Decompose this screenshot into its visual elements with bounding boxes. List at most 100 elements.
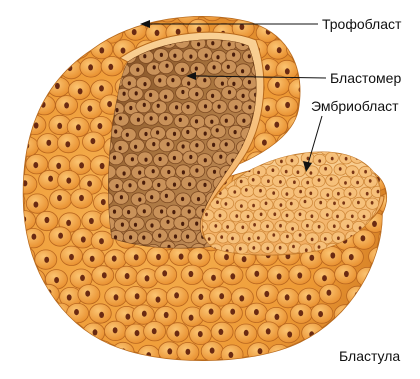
cell-nucleus bbox=[189, 55, 192, 59]
cell-nucleus bbox=[65, 141, 70, 147]
cell-nucleus bbox=[366, 313, 371, 319]
embryoblast-cell bbox=[326, 175, 339, 186]
cell-nucleus bbox=[366, 192, 369, 196]
cell-nucleus bbox=[99, 47, 104, 53]
cell-nucleus bbox=[376, 253, 381, 259]
cell-nucleus bbox=[75, 46, 80, 52]
cell-nucleus bbox=[88, 28, 93, 34]
cell-nucleus bbox=[318, 225, 321, 229]
cell-nucleus bbox=[121, 223, 124, 227]
cell-nucleus bbox=[370, 159, 373, 163]
cell-nucleus bbox=[204, 158, 207, 162]
cell-nucleus bbox=[273, 212, 276, 216]
cell-nucleus bbox=[209, 309, 214, 315]
cell-nucleus bbox=[142, 236, 145, 240]
cell-nucleus bbox=[347, 225, 350, 229]
trophoblast-cell bbox=[357, 267, 379, 286]
cell-nucleus bbox=[187, 81, 190, 85]
cell-nucleus bbox=[213, 65, 216, 69]
cell-nucleus bbox=[349, 192, 352, 196]
cell-nucleus bbox=[11, 199, 16, 205]
trophoblast-cell bbox=[69, 341, 91, 360]
cell-nucleus bbox=[330, 252, 335, 258]
cell-nucleus bbox=[377, 190, 380, 194]
cell-nucleus bbox=[64, 102, 69, 108]
cell-nucleus bbox=[157, 104, 160, 108]
cell-nucleus bbox=[32, 234, 37, 240]
trophoblast-cell bbox=[38, 23, 60, 42]
cell-nucleus bbox=[339, 46, 344, 52]
cell-nucleus bbox=[265, 64, 270, 70]
cell-nucleus bbox=[235, 214, 238, 218]
cell-nucleus bbox=[305, 140, 310, 146]
cell-nucleus bbox=[164, 116, 167, 120]
cell-nucleus bbox=[114, 129, 117, 133]
cell-nucleus bbox=[299, 233, 302, 237]
cell-nucleus bbox=[126, 314, 131, 320]
cell-nucleus bbox=[98, 123, 103, 129]
cell-nucleus bbox=[297, 170, 300, 174]
cell-nucleus bbox=[286, 138, 291, 144]
cell-nucleus bbox=[254, 309, 259, 315]
cell-nucleus bbox=[264, 291, 269, 297]
cell-nucleus bbox=[280, 160, 283, 164]
cell-nucleus bbox=[99, 312, 104, 318]
trophoblast-cell bbox=[342, 323, 364, 342]
cell-nucleus bbox=[34, 202, 39, 208]
cell-nucleus bbox=[230, 309, 235, 315]
cell-nucleus bbox=[149, 93, 152, 97]
cell-nucleus bbox=[280, 203, 283, 207]
cell-nucleus bbox=[349, 254, 354, 260]
cell-nucleus bbox=[286, 25, 291, 31]
cell-nucleus bbox=[22, 68, 27, 74]
cell-nucleus bbox=[233, 190, 236, 194]
cell-nucleus bbox=[354, 144, 359, 150]
cell-nucleus bbox=[181, 68, 184, 72]
cell-nucleus bbox=[318, 245, 321, 249]
cell-nucleus bbox=[203, 183, 206, 187]
cell-nucleus bbox=[285, 68, 290, 74]
cell-nucleus bbox=[277, 273, 282, 279]
cell-nucleus bbox=[275, 82, 280, 88]
cell-nucleus bbox=[34, 311, 39, 317]
label-embryoblast: Эмбриобласт bbox=[311, 98, 399, 114]
cell-nucleus bbox=[277, 9, 282, 15]
cell-nucleus bbox=[11, 49, 16, 55]
trophoblast-cell bbox=[287, 39, 309, 58]
cell-nucleus bbox=[385, 182, 388, 186]
cell-nucleus bbox=[155, 30, 160, 36]
cell-nucleus bbox=[285, 294, 290, 300]
cell-nucleus bbox=[186, 11, 191, 17]
cell-nucleus bbox=[131, 157, 134, 161]
cell-nucleus bbox=[136, 68, 139, 72]
cell-nucleus bbox=[167, 170, 170, 174]
cell-nucleus bbox=[299, 190, 302, 194]
cell-nucleus bbox=[225, 142, 228, 146]
trophoblast-cell bbox=[67, 39, 89, 58]
cell-nucleus bbox=[152, 169, 155, 173]
cell-nucleus bbox=[138, 198, 141, 202]
cell-nucleus bbox=[165, 64, 168, 68]
trophoblast-cell bbox=[278, 19, 300, 38]
cell-nucleus bbox=[331, 157, 334, 161]
cell-nucleus bbox=[88, 64, 93, 70]
cell-nucleus bbox=[32, 276, 37, 282]
cell-nucleus bbox=[108, 64, 113, 70]
cell-nucleus bbox=[57, 123, 62, 129]
cell-nucleus bbox=[77, 348, 82, 354]
cell-nucleus bbox=[186, 349, 191, 355]
cell-nucleus bbox=[247, 215, 250, 219]
cell-nucleus bbox=[164, 95, 167, 99]
cell-nucleus bbox=[259, 189, 262, 193]
cell-nucleus bbox=[344, 181, 347, 185]
cell-nucleus bbox=[143, 82, 146, 86]
cell-nucleus bbox=[371, 201, 374, 205]
cell-nucleus bbox=[189, 271, 194, 277]
cell-nucleus bbox=[48, 176, 53, 182]
cell-nucleus bbox=[385, 6, 390, 12]
trophoblast-cell bbox=[58, 19, 80, 38]
trophoblast-cell bbox=[1, 341, 23, 360]
cell-nucleus bbox=[224, 254, 229, 260]
cell-nucleus bbox=[48, 30, 53, 36]
embryoblast-cell bbox=[345, 144, 358, 155]
